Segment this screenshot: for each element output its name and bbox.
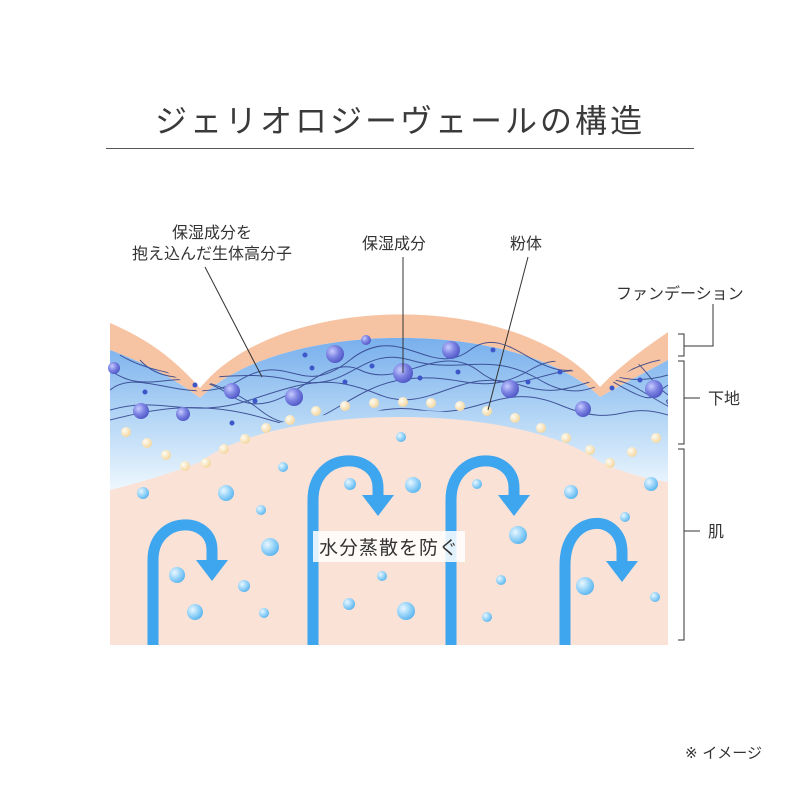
evaporation-callout: 水分蒸散を防ぐ <box>313 531 466 562</box>
image-note: ※ イメージ <box>684 744 762 762</box>
powder-beads <box>121 397 661 471</box>
diagram-title: ジェリオロジーヴェールの構造 <box>154 102 645 140</box>
evaporation-arrows <box>147 455 628 645</box>
layer-brackets <box>678 333 700 641</box>
skin-label: 肌 <box>708 522 725 541</box>
foundation-label: ファンデーション <box>616 284 744 303</box>
network-nodes <box>142 347 643 426</box>
polymer-label: 保湿成分を 抱え込んだ生体高分子 <box>131 223 292 263</box>
base-label: 下地 <box>708 389 741 408</box>
arrow-heads <box>196 495 638 582</box>
leader-lines <box>204 256 714 411</box>
water-drops <box>137 432 660 622</box>
powder-label: 粉体 <box>510 234 543 253</box>
moisture-label: 保湿成分 <box>362 234 427 253</box>
moisture-spheres <box>108 335 663 421</box>
title-underline <box>106 148 694 149</box>
